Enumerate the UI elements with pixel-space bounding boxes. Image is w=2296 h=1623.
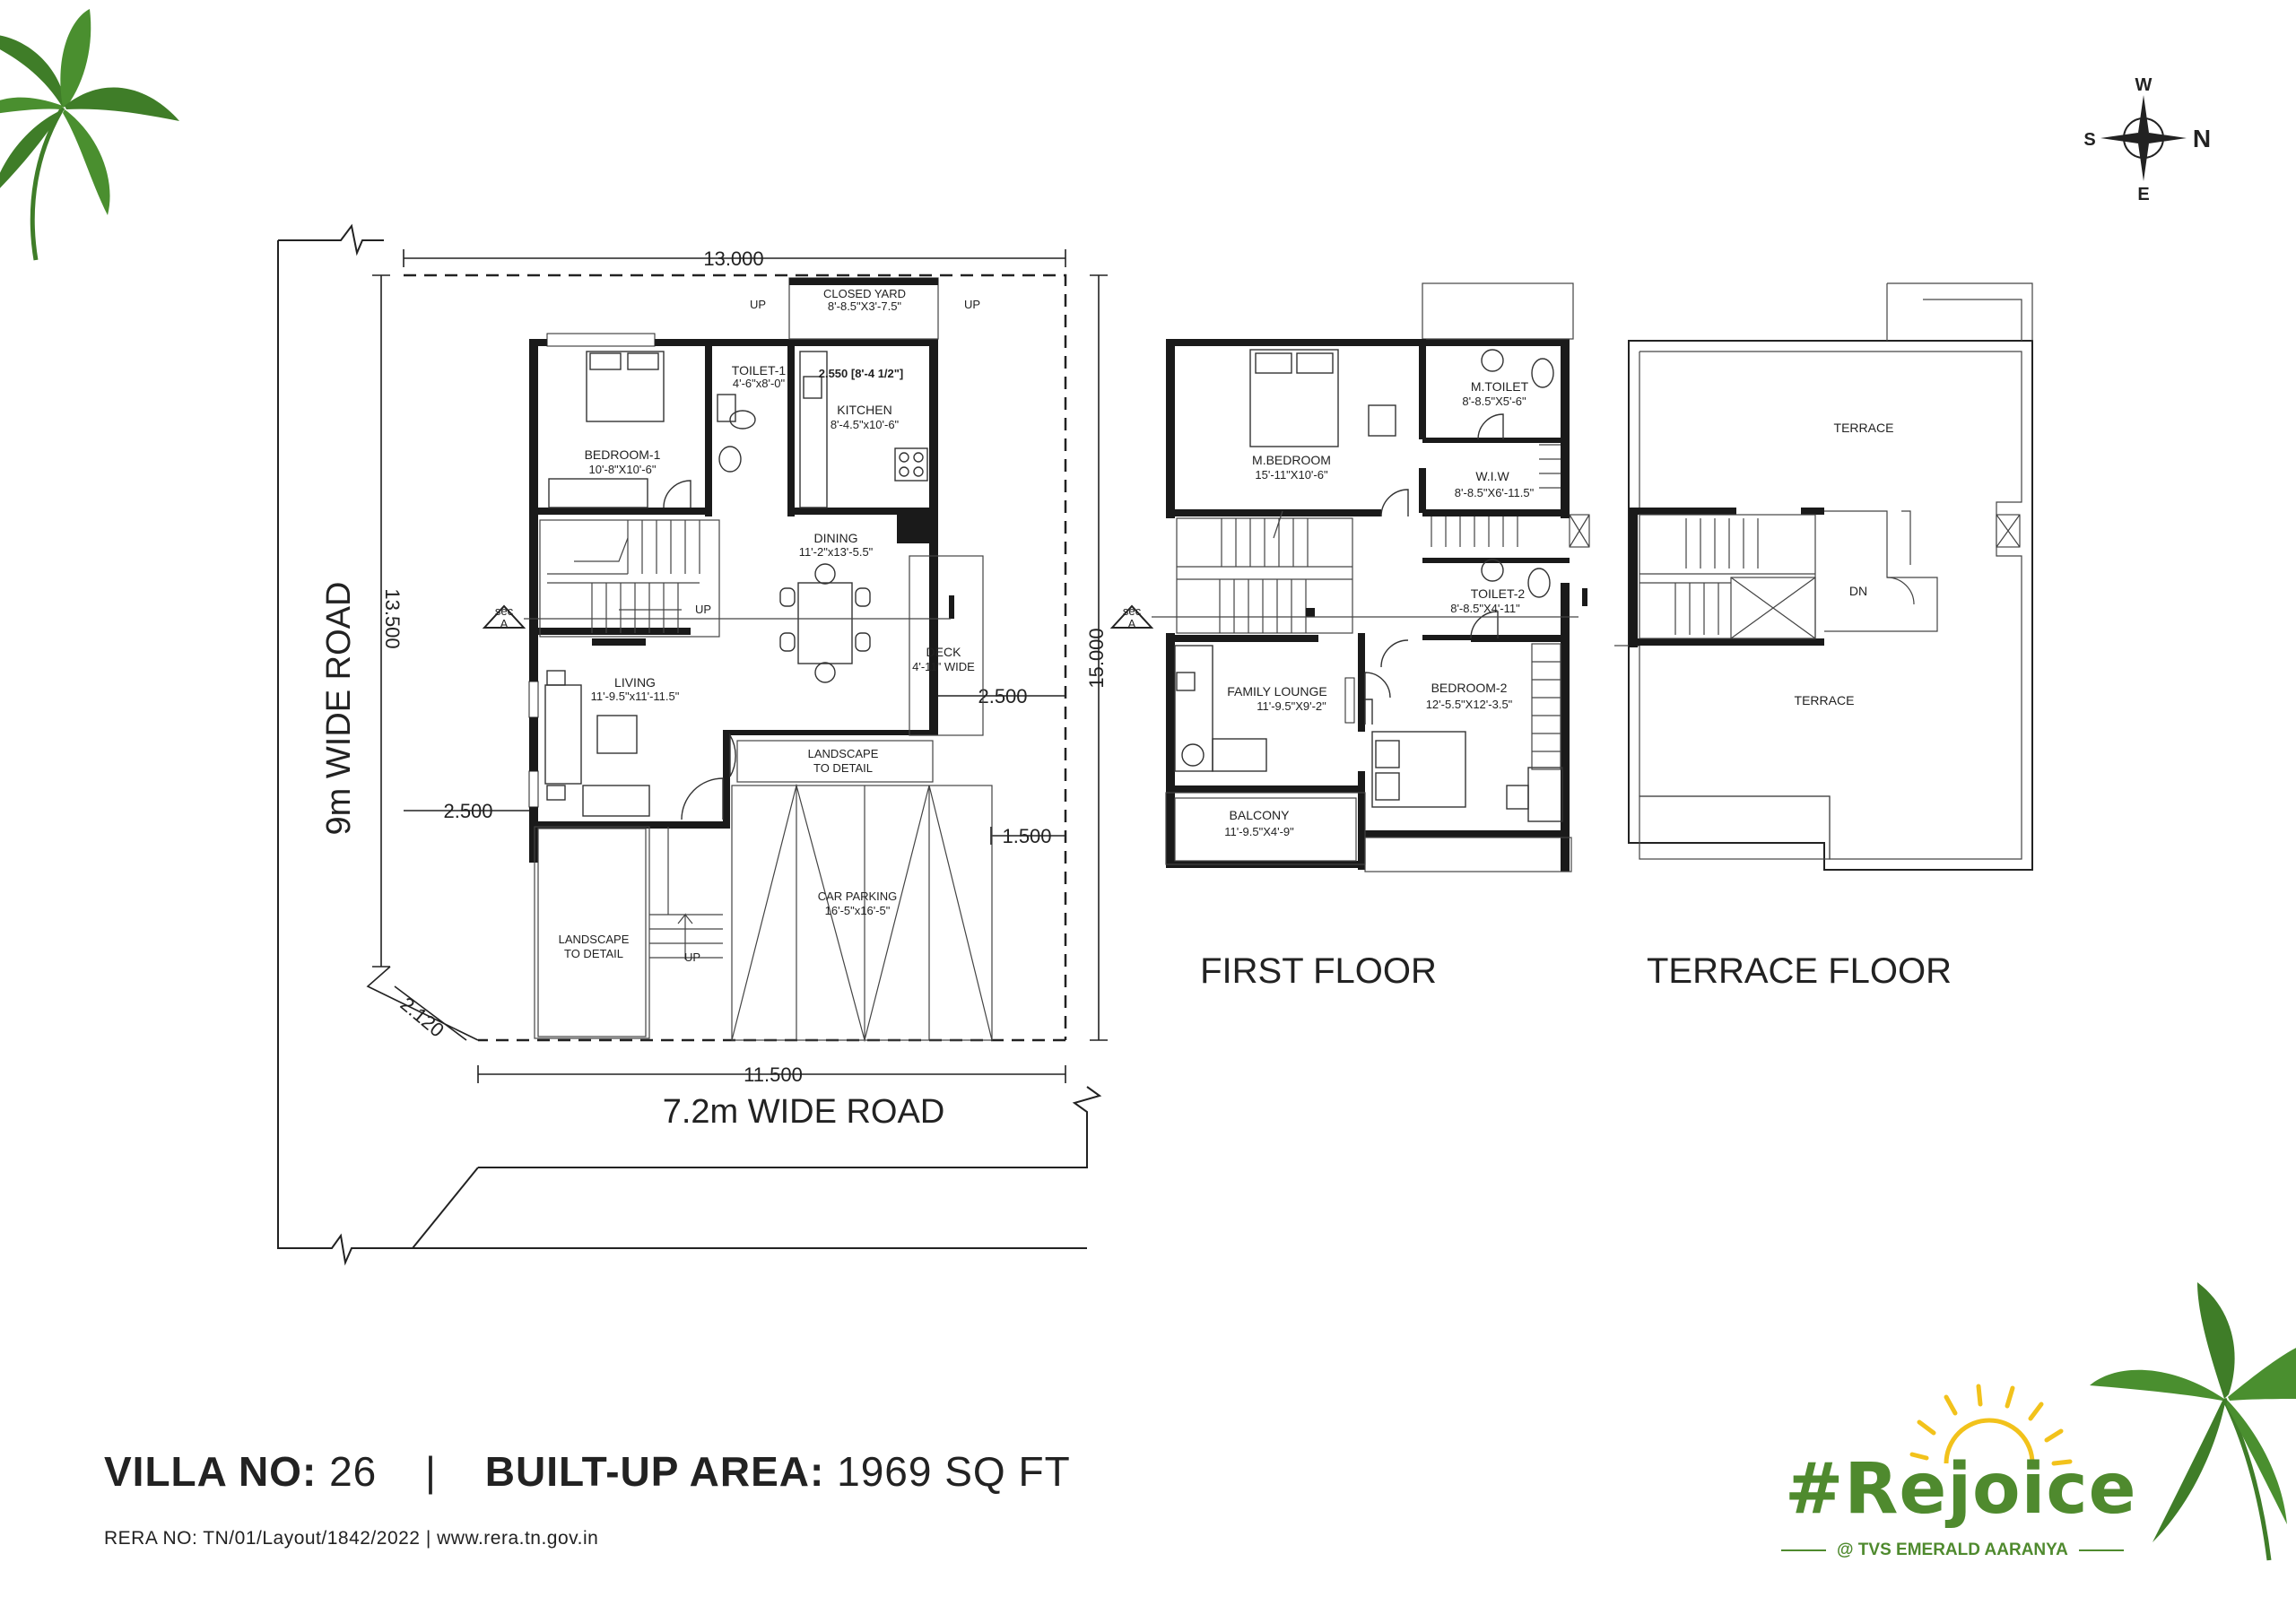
ground-floor-plan [482, 277, 993, 1043]
compass-east: E [2137, 185, 2149, 204]
wiw-label: W.I.W [1475, 469, 1509, 483]
ff-section-label: sec [1123, 604, 1142, 618]
compass-north: N [2193, 125, 2211, 152]
deck-size: 4'-11" WIDE [912, 660, 975, 673]
road-west-label: 9m WIDE ROAD [320, 582, 358, 836]
dim-right-height: 15.000 [1085, 628, 1108, 688]
dim-left-setback: 2.500 [443, 800, 492, 822]
m-bedroom-label: M.BEDROOM [1252, 453, 1331, 467]
dim-bottom: 11.500 [744, 1063, 803, 1086]
yard-up-right: UP [964, 298, 980, 311]
terrace-floor-plan [1614, 282, 2033, 871]
dim-right-setback: 2.500 [978, 685, 1027, 707]
logo-subtitle: @ TVS EMERALD AARANYA [1837, 1541, 2068, 1559]
family-lounge-size: 11'-9.5"X9'-2" [1257, 699, 1326, 713]
rera-number: RERA NO: TN/01/Layout/1842/2022 | www.re… [104, 1528, 599, 1549]
car-parking-size: 16'-5"x16'-5" [825, 904, 891, 917]
built-up-area-label: BUILT-UP AREA: [484, 1448, 825, 1495]
m-toilet-size: 8'-8.5"X5'-6" [1462, 395, 1526, 408]
family-lounge-label: FAMILY LOUNGE [1227, 684, 1327, 699]
closed-yard-size: 8'-8.5"X3'-7.5" [828, 299, 902, 313]
terrace-floor-title: TERRACE FLOOR [1647, 951, 1952, 991]
first-floor-plan [1109, 282, 1590, 872]
logo-sub-text: @ TVS EMERALD AARANYA [1781, 1541, 2124, 1560]
first-floor-title: FIRST FLOOR [1200, 951, 1437, 991]
footer-separator: | [425, 1448, 437, 1495]
m-toilet-label: M.TOILET [1471, 379, 1529, 394]
kitchen-counter-dim: 2.550 [8'-4 1/2"] [819, 367, 904, 380]
dim-right-small: 1.500 [1002, 825, 1051, 847]
villa-no-label: VILLA NO: [104, 1448, 317, 1495]
stair-up-label: UP [695, 603, 711, 616]
palm-decoration-bottom-right [2090, 1282, 2296, 1561]
logo-main-text: #Rejoice [1785, 1449, 2137, 1530]
closed-yard-label: CLOSED YARD [823, 287, 906, 300]
bedroom-1-size: 10'-8"X10'-6" [589, 463, 657, 476]
wiw-size: 8'-8.5"X6'-11.5" [1455, 486, 1535, 499]
terrace-bottom-label: TERRACE [1795, 693, 1855, 707]
balcony-size: 11'-9.5"X4'-9" [1224, 825, 1294, 838]
toilet-2-label: TOILET-2 [1471, 586, 1526, 601]
compass-rose [2100, 95, 2187, 181]
living-size: 11'-9.5"x11'-11.5" [591, 690, 680, 703]
toilet-1-label: TOILET-1 [732, 363, 787, 378]
entry-up-label: UP [684, 950, 700, 964]
terrace-top-label: TERRACE [1834, 421, 1894, 435]
bedroom-2-size: 12'-5.5"X12'-3.5" [1426, 698, 1513, 711]
built-up-area-value: 1969 SQ FT [837, 1448, 1071, 1495]
balcony-label: BALCONY [1230, 808, 1291, 822]
kitchen-size: 8'-4.5"x10'-6" [831, 418, 900, 431]
palm-decoration-top-left [0, 9, 179, 261]
road-south-label: 7.2m WIDE ROAD [663, 1093, 945, 1131]
landscape-2-line1: LANDSCAPE [559, 933, 630, 946]
bedroom-1-label: BEDROOM-1 [585, 447, 661, 462]
dim-corner: 2.120 [396, 993, 448, 1042]
landscape-1-line1: LANDSCAPE [808, 747, 879, 760]
car-parking-label: CAR PARKING [818, 890, 898, 903]
compass-south: S [2083, 130, 2095, 150]
kitchen-label: KITCHEN [837, 403, 891, 417]
ff-section-letter: A [1128, 617, 1136, 630]
logo-sun-icon [1909, 1384, 2073, 1466]
compass-west: W [2135, 75, 2152, 95]
bedroom-2-label: BEDROOM-2 [1431, 681, 1508, 695]
toilet-1-size: 4'-6"x8'-0" [733, 377, 786, 390]
terrace-dn-label: DN [1849, 584, 1867, 598]
section-marker-letter: A [500, 617, 509, 630]
landscape-1-line2: TO DETAIL [813, 761, 873, 775]
dim-top: 13.000 [703, 247, 763, 270]
rejoice-logo: #Rejoice @ TVS EMERALD AARANYA [1781, 1381, 2136, 1569]
dining-label: DINING [814, 531, 858, 545]
dining-size: 11'-2"x13'-5.5" [799, 545, 874, 559]
deck-label: DECK [926, 645, 962, 659]
dim-left-height: 13.500 [381, 588, 404, 648]
yard-up-left: UP [750, 298, 766, 311]
living-label: LIVING [614, 675, 656, 690]
dimension-lines [366, 249, 1108, 1083]
m-bedroom-size: 15'-11"X10'-6" [1255, 468, 1328, 482]
section-marker-label: sec [495, 604, 514, 618]
toilet-2-size: 8'-8.5"X4'-11" [1450, 602, 1520, 615]
villa-no-value: 26 [329, 1448, 378, 1495]
road-boundary [277, 223, 1102, 1266]
villa-info: VILLA NO: 26 | BUILT-UP AREA: 1969 SQ FT [104, 1447, 1071, 1496]
landscape-2-line2: TO DETAIL [564, 947, 623, 960]
